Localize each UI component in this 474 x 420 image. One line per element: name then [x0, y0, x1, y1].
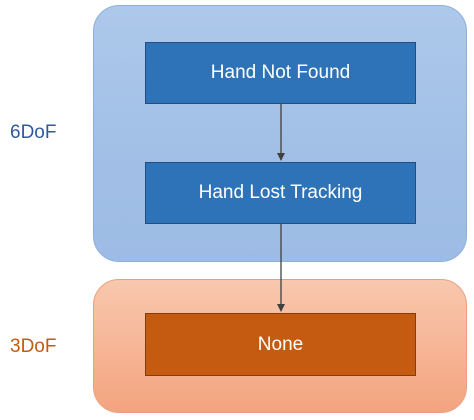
- hand-not-found-text: Hand Not Found: [210, 62, 351, 83]
- hand-lost-tracking-text: Hand Lost Tracking: [198, 182, 363, 203]
- hand-lost-tracking-node: Hand Lost Tracking: [145, 162, 416, 224]
- 6dof-label: 6DoF: [10, 122, 57, 143]
- none-text: None: [257, 333, 304, 355]
- 3dof-label: 3DoF: [10, 336, 57, 357]
- none-node: None: [145, 313, 416, 376]
- hand-not-found-node: Hand Not Found: [145, 42, 416, 104]
